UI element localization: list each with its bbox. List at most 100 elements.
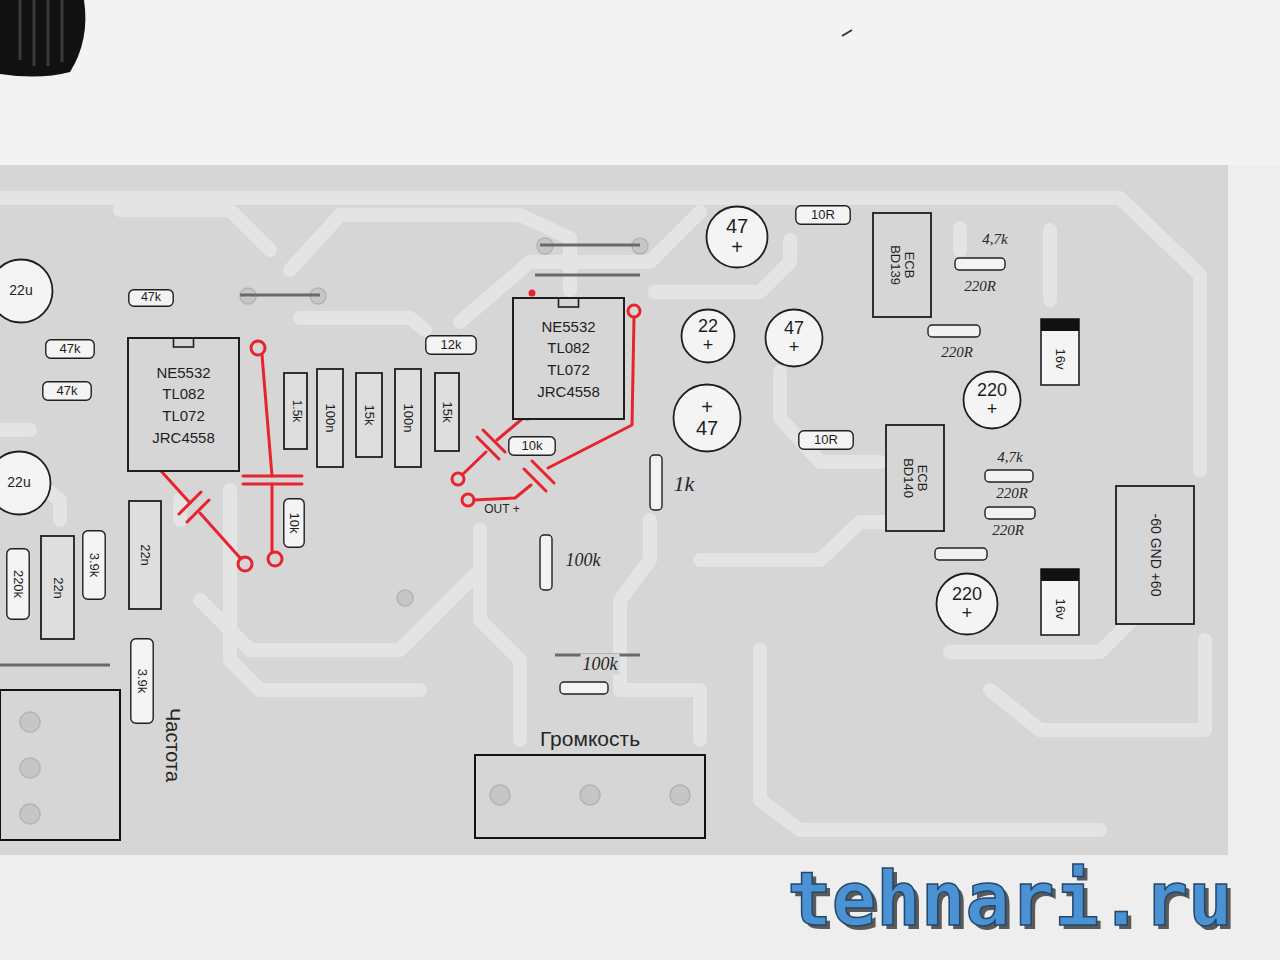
component-value: 3.9k	[135, 669, 149, 694]
component-value: 15k	[440, 402, 454, 423]
resistor-body: 3.9k	[82, 530, 106, 600]
component-box: 15k	[434, 372, 460, 452]
resistor-outline	[43, 382, 91, 400]
pad	[580, 785, 600, 805]
pad	[397, 590, 413, 606]
pad	[670, 785, 690, 805]
component-value: 16v	[1053, 349, 1067, 370]
red-wire	[474, 485, 531, 500]
pad	[20, 804, 40, 824]
resistor-symbol	[985, 470, 1033, 482]
resistor-body: 220k	[6, 548, 30, 620]
component-value: 220R	[990, 522, 1026, 539]
text-group: 47k	[57, 384, 78, 398]
zener-diode: 16v	[1040, 568, 1080, 636]
resistor-outline	[284, 499, 304, 547]
text-group: 15k	[362, 405, 376, 426]
component-value: 1.5k	[289, 400, 302, 423]
copper-trace	[760, 650, 1100, 830]
resistor-outline	[46, 340, 94, 358]
component-value: 47	[696, 418, 718, 439]
resistor-outline	[7, 549, 29, 619]
component-box: 15k	[355, 372, 383, 458]
resistor-body: 12k	[425, 335, 477, 355]
component-value: +	[701, 397, 713, 418]
signal-name: OUT +	[482, 503, 521, 517]
box-outline	[886, 425, 944, 531]
component-value: 100n	[323, 404, 337, 433]
capacitor-outline	[674, 385, 741, 452]
zener-diode: 16v	[1040, 318, 1080, 386]
component-outline	[885, 424, 945, 532]
component-value: 100n	[401, 404, 415, 433]
component-value: 47k	[57, 384, 78, 398]
copper-trace	[480, 530, 520, 740]
copper-trace	[300, 318, 425, 330]
text-group: 22+	[698, 317, 718, 355]
component-value: 220R	[994, 485, 1030, 502]
component-value: +	[703, 336, 714, 355]
resistor-body: 47k	[128, 289, 174, 307]
board-area	[0, 165, 1228, 855]
chip-notch	[174, 338, 194, 347]
component-value: 10k	[287, 513, 301, 534]
text-group: 100n	[323, 404, 337, 433]
watermark: tehnari.ru	[785, 857, 1235, 942]
component-value: 16v	[1053, 599, 1067, 620]
cathode-band	[1041, 319, 1079, 331]
component-value: 220	[977, 381, 1007, 400]
copper-trace	[200, 570, 480, 650]
component-value: 10k	[522, 439, 543, 453]
cathode-band	[1041, 569, 1079, 581]
resistor-body: 47k	[42, 381, 92, 401]
resistor-body: 10k	[283, 498, 305, 548]
part-name: TL082	[162, 383, 205, 405]
capacitor-outline	[0, 260, 53, 323]
component-value: 47k	[60, 342, 81, 356]
component-value: +	[789, 338, 800, 357]
red-pad-mark	[268, 552, 282, 566]
pad	[490, 785, 510, 805]
capacitor-circle: 22+	[680, 308, 736, 364]
red-pad-mark	[452, 473, 464, 485]
component-value: 4,7k	[995, 449, 1024, 466]
resistor-symbol	[540, 535, 552, 590]
text-group: -60 GND +60	[1147, 514, 1162, 597]
component-box: 1.5k	[283, 372, 308, 450]
capacitor-circle: 47+	[764, 308, 824, 368]
text-group: 12k	[441, 338, 462, 352]
resistor-symbol	[560, 682, 608, 694]
red-pad-mark	[238, 557, 252, 571]
capacitor-circle: 220+	[962, 370, 1022, 430]
resistor-outline	[509, 437, 555, 455]
opamp-chip: NE5532TL082TL072JRC4558	[512, 297, 625, 420]
resistor-outline	[129, 290, 173, 306]
resistor-body: 3.9k	[130, 638, 154, 724]
resistor-outline	[426, 336, 476, 354]
component-value: 10R	[814, 433, 838, 447]
knob	[0, 0, 85, 77]
red-wire	[463, 452, 486, 474]
text-group: 220+	[952, 585, 982, 623]
pad	[20, 758, 40, 778]
box-outline	[284, 373, 307, 449]
capacitor-outline	[964, 372, 1021, 429]
text-group: 22u	[7, 475, 30, 490]
resistor-outline	[131, 639, 153, 723]
silk-line	[240, 294, 320, 297]
silk-line	[540, 244, 640, 247]
component-value: 47	[726, 216, 748, 237]
component-value: 1k	[672, 471, 697, 496]
diode-outline	[1041, 569, 1079, 635]
component-value: 22	[698, 317, 718, 336]
red-dot	[530, 291, 534, 295]
capacitor-circle: +47	[672, 383, 742, 453]
text-group: +47	[696, 397, 718, 439]
capacitor-circle: 22u	[0, 450, 52, 516]
text-group: 16v	[1053, 599, 1067, 620]
capacitor-outline	[766, 310, 823, 367]
